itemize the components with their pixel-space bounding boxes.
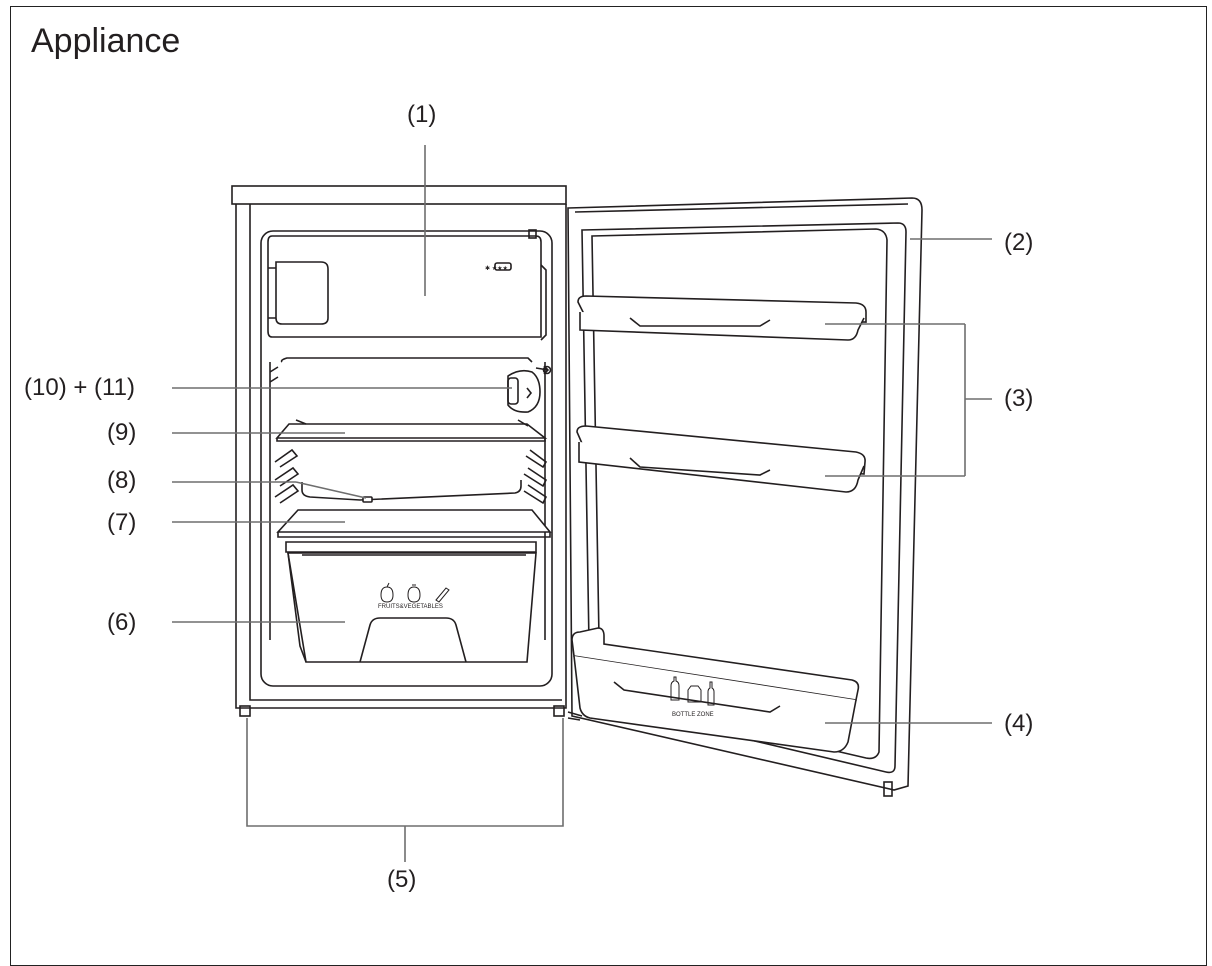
freezer-compartment: ✱ ★★★ — [267, 229, 547, 341]
shelf-supports — [274, 448, 548, 505]
callout-1: (1) — [407, 101, 437, 128]
callout-8: (8) — [107, 467, 137, 494]
cabinet-outline — [235, 204, 567, 709]
leader-lines — [172, 145, 992, 862]
callout-3: (3) — [1004, 385, 1034, 412]
bottle-zone-label: BOTTLE ZONE — [672, 712, 714, 718]
foot-right — [553, 705, 565, 717]
callout-10-11: (10) + (11) — [24, 374, 135, 401]
leader-8b — [295, 481, 367, 499]
foot-left — [239, 705, 251, 717]
door — [567, 197, 923, 797]
upper-glass-shelf — [275, 419, 548, 442]
callout-7: (7) — [107, 509, 137, 536]
callout-9: (9) — [107, 419, 137, 446]
callout-5: (5) — [387, 866, 417, 893]
worktop — [231, 185, 567, 205]
temperature-regulator — [507, 365, 552, 413]
bottle-balcony: BOTTLE ZONE — [571, 627, 860, 753]
cabinet-inner-edge — [249, 204, 562, 701]
freezer-rating-label: ✱ ★★★ — [485, 265, 508, 272]
crisper-label: FRUITS&VEGETABLES — [378, 604, 443, 610]
callout-4: (4) — [1004, 710, 1034, 737]
lower-glass-shelf — [276, 509, 552, 538]
door-balcony-upper — [577, 295, 867, 341]
interior-rails — [269, 357, 546, 640]
page-title: Appliance — [31, 22, 181, 60]
interior — [260, 230, 553, 687]
leader-5-bracket — [246, 718, 564, 827]
door-balcony-middle — [576, 425, 866, 493]
crisper-drawer: FRUITS&VEGETABLES — [285, 541, 537, 663]
callout-6: (6) — [107, 609, 137, 636]
cabinet — [231, 185, 567, 717]
callout-2: (2) — [1004, 229, 1034, 256]
